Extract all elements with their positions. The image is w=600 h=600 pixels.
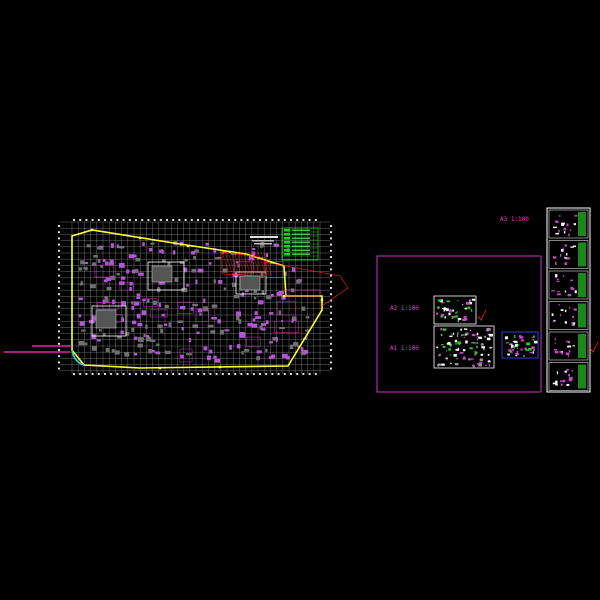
hatched-roof-zone — [221, 251, 273, 277]
leader-line — [4, 345, 72, 353]
plan-grid-lines — [60, 221, 330, 374]
check-mark-icon — [589, 341, 599, 353]
detail-view-side — [501, 331, 539, 359]
title-text-block — [250, 236, 278, 245]
detail-view-a2 — [433, 295, 477, 325]
magenta-callout — [285, 289, 321, 297]
grid-axis-ticks — [58, 219, 332, 375]
core-blocks — [91, 261, 267, 337]
overall-floor-plan — [4, 219, 349, 375]
entrance-curve — [71, 349, 85, 366]
sheet-scale-label: A3 1:100 — [500, 216, 529, 223]
red-outline-extension — [263, 261, 349, 307]
detail-sheet-frame — [376, 255, 542, 393]
view-a2-scale-label: A2 1:100 — [390, 305, 419, 312]
sheet-index-strip — [546, 207, 599, 393]
detail-view-a1 — [433, 325, 495, 369]
view-a1-scale-label: A1 1:100 — [390, 345, 419, 352]
check-mark-icon — [477, 309, 487, 321]
legend-table — [281, 227, 319, 261]
